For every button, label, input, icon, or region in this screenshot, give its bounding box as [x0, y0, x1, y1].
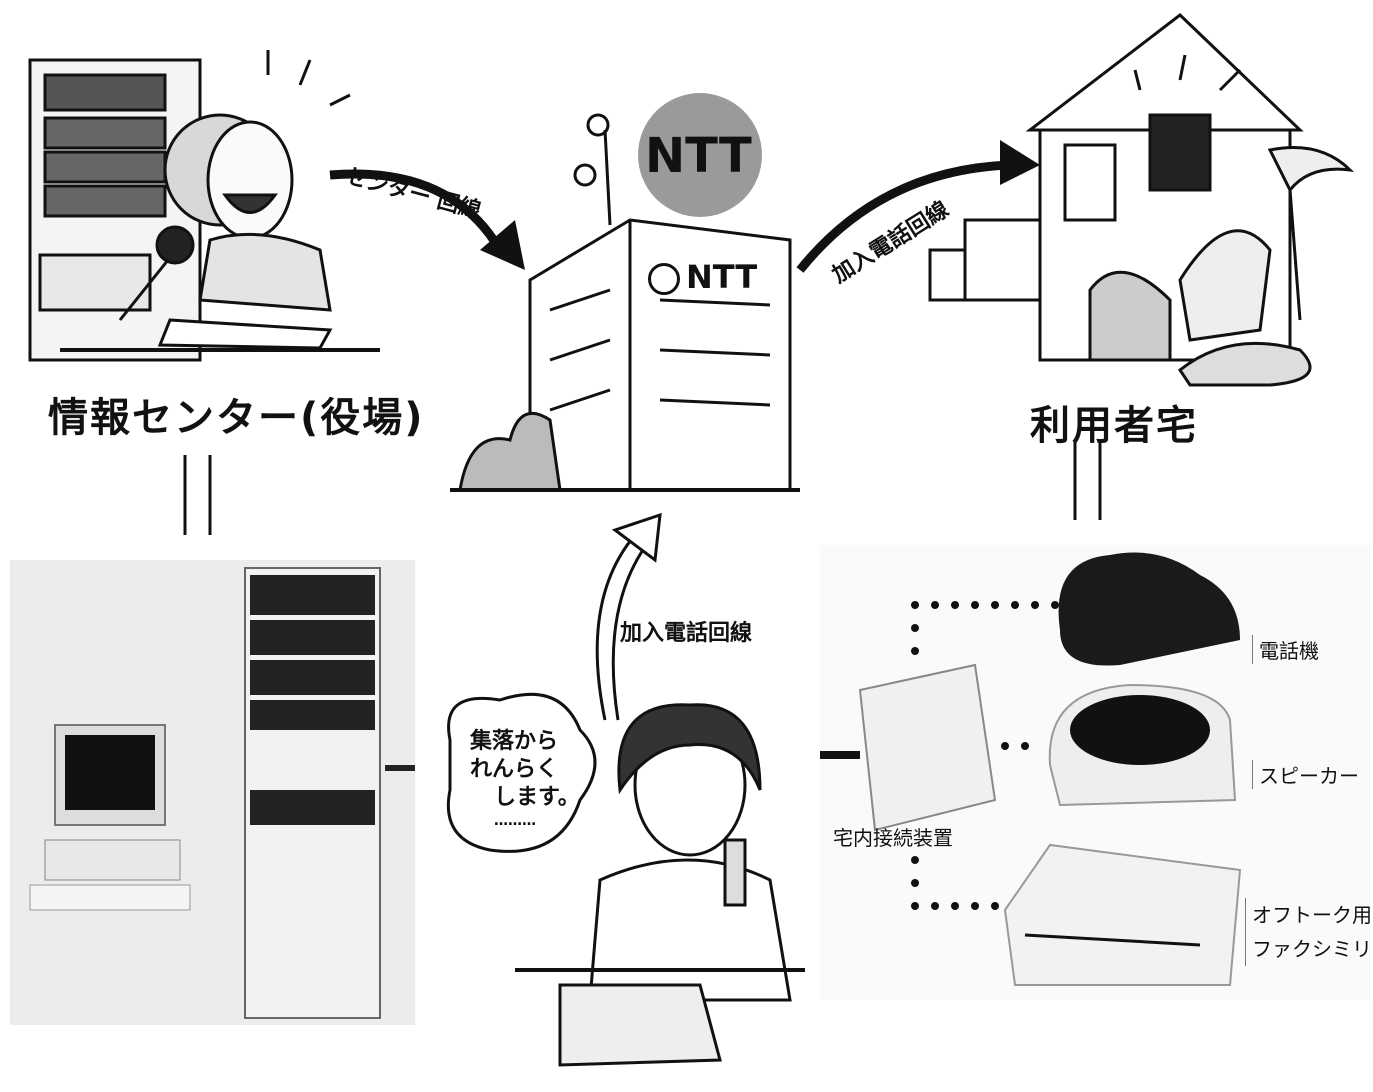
speaker-label: スピーカー [1252, 760, 1359, 789]
home-unit-label: 宅内接続装置 [833, 826, 953, 850]
home-equipment-photo [820, 545, 1370, 1000]
fax-label-line-1: オフトーク用 [1252, 903, 1372, 927]
ntt-building-label: NTT [686, 258, 758, 296]
bubble-line-2: れんらく [470, 757, 559, 782]
ntt-building-logo: NTT [648, 258, 757, 296]
speech-bubble: 集落から れんらく します。 ……… [470, 728, 580, 830]
fax-label: オフトーク用 ファクシミリ [1245, 898, 1372, 966]
center-equipment-photo [10, 560, 415, 1025]
ntt-logo-icon [648, 263, 680, 295]
fax-label-line-2: ファクシミリ [1252, 937, 1372, 961]
telephone-label: 電話機 [1252, 635, 1319, 664]
equals-lines [183, 440, 1102, 535]
subscriber-line-bottom-label: 加入電話回線 [620, 621, 753, 646]
info-center-illustration [28, 50, 380, 362]
info-center-label: 情報センター(役場) [48, 395, 425, 441]
caller-illustration [446, 692, 805, 1067]
home-illustration [928, 13, 1355, 387]
bubble-line-4: ……… [494, 813, 536, 829]
ntt-sign-label: NTT [645, 128, 752, 184]
bubble-line-3: します。 [494, 785, 580, 810]
user-home-label: 利用者宅 [1030, 403, 1198, 449]
ntt-building-illustration [450, 93, 800, 492]
bubble-line-1: 集落から [470, 729, 559, 754]
